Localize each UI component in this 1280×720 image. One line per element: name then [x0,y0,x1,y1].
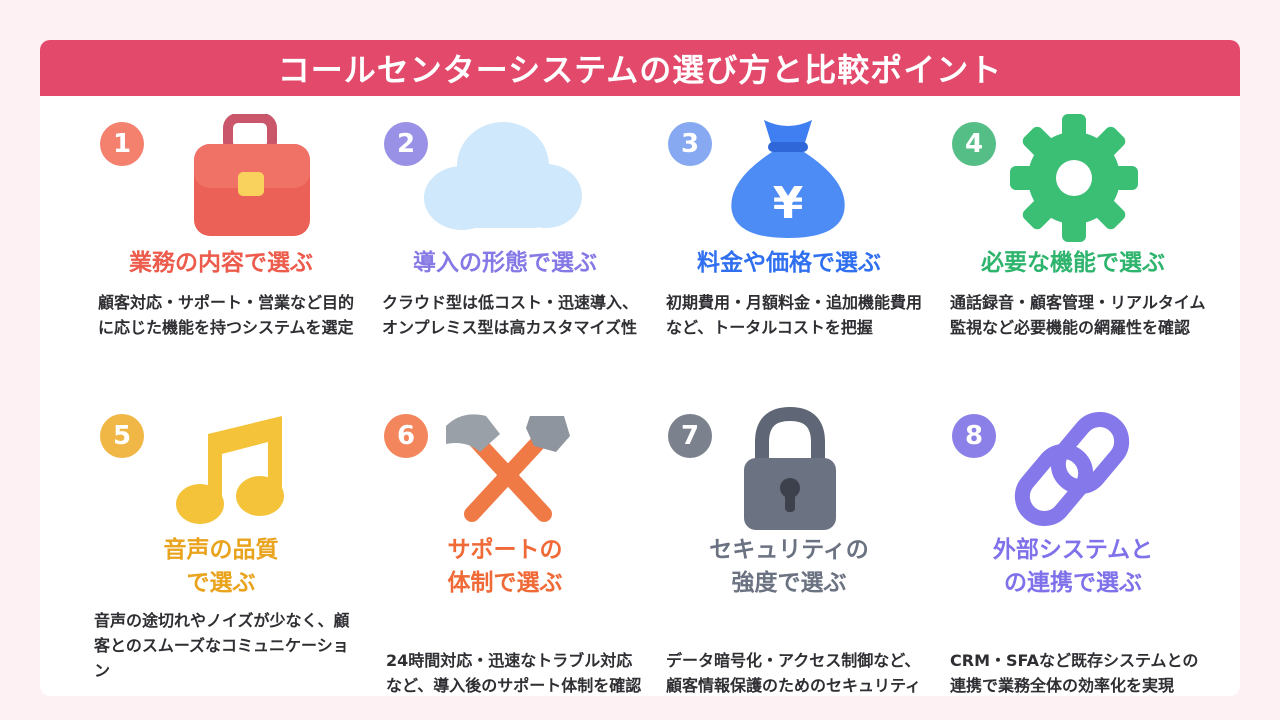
point-item-4: 4 必要な機能で選ぶ 通話録音・顧客管理・リアルタイム監視など必要機能の網羅性を… [930,112,1216,402]
point-title-6: サポートの 体制で選ぶ [362,534,648,600]
point-item-1: 1 業務の内容で選ぶ 顧客対応・サポート・営業など目的に応じた機能を持つシステム… [78,112,364,402]
gear-icon [1010,114,1138,242]
point-title-7-line2: 強度で選ぶ [731,570,847,596]
title-banner: コールセンターシステムの選び方と比較ポイント [40,40,1240,96]
hammer-wrench-icon [446,414,570,522]
number-badge-7: 7 [668,414,712,458]
point-description-5: 音声の途切れやノイズが少なく、顧客とのスムーズなコミュニケーション [94,611,350,680]
point-title-1: 業務の内容で選ぶ [129,250,313,276]
point-description-2: クラウド型は低コスト・迅速導入、オンプレミス型は高カスタマイズ性 [382,293,639,337]
point-title-8-line1: 外部システムと [992,537,1154,563]
number-badge-8: 8 [952,414,996,458]
point-title-5-line2: で選ぶ [186,570,256,596]
point-item-7: 7 セキュリティの 強度で選ぶ データ暗号化・アクセス制御など、顧客情報保護のた… [646,406,932,696]
point-item-6: 6 サポートの 体制で選ぶ 24時間対応・迅速なトラブル対応など、導入後のサポー… [362,412,648,696]
point-title-8: 外部システムと の連携で選ぶ [930,534,1216,600]
point-description-6: 24時間対応・迅速なトラブル対応など、導入後のサポート体制を確認 [386,651,642,695]
briefcase-icon [194,114,310,236]
point-title-7: セキュリティの 強度で選ぶ [646,534,932,600]
page-title: コールセンターシステムの選び方と比較ポイント [277,51,1003,89]
svg-text:¥: ¥ [773,178,804,229]
number-badge-5: 5 [100,414,144,458]
number-badge-6: 6 [384,414,428,458]
padlock-icon [744,406,836,530]
point-title-5-line1: 音声の品質 [163,537,279,563]
number-badge-3: 3 [668,122,712,166]
infographic-card: コールセンターシステムの選び方と比較ポイント 1 業務の内容で選ぶ 顧客対応・サ… [40,40,1240,696]
music-note-icon [176,416,284,524]
point-item-5: 5 音声の品質 で選ぶ 音声の途切れやノイズが少なく、顧客とのスムーズなコミュニ… [78,412,364,696]
point-title-4: 必要な機能で選ぶ [981,250,1165,276]
number-badge-4: 4 [952,122,996,166]
point-item-8: 8 外部システムと の連携で選ぶ CRM・SFAなど既存システムとの連携で業務全… [930,412,1216,696]
point-title-8-line2: の連携で選ぶ [1004,570,1142,596]
point-item-2: 2 導入の形態で選ぶ クラウド型は低コスト・迅速導入、オンプレミス型は高カスタマ… [362,112,648,402]
point-title-5: 音声の品質 で選ぶ [78,534,364,600]
point-description-7: データ暗号化・アクセス制御など、顧客情報保護のためのセキュリティ機能 [666,651,922,695]
chain-link-icon [1014,412,1130,526]
cloud-icon [424,122,582,230]
number-badge-2: 2 [384,122,428,166]
point-title-6-line1: サポートの [447,537,563,563]
point-description-4: 通話録音・顧客管理・リアルタイム監視など必要機能の網羅性を確認 [950,293,1206,337]
point-description-3: 初期費用・月額料金・追加機能費用など、トータルコストを把握 [666,293,923,337]
number-badge-1: 1 [100,122,144,166]
point-item-3: 3 ¥ 料金や価格で選ぶ 初期費用・月額料金・追加機能費用など、トータルコストを… [646,112,932,402]
point-description-1: 顧客対応・サポート・営業など目的に応じた機能を持つシステムを選定 [98,293,355,337]
point-title-6-line2: 体制で選ぶ [447,570,563,596]
money-bag-yen-icon: ¥ [731,120,845,238]
point-title-2: 導入の形態で選ぶ [413,250,597,276]
point-description-8: CRM・SFAなど既存システムとの連携で業務全体の効率化を実現 [950,651,1199,695]
point-title-7-line1: セキュリティの [709,537,869,563]
point-title-3: 料金や価格で選ぶ [697,250,881,276]
